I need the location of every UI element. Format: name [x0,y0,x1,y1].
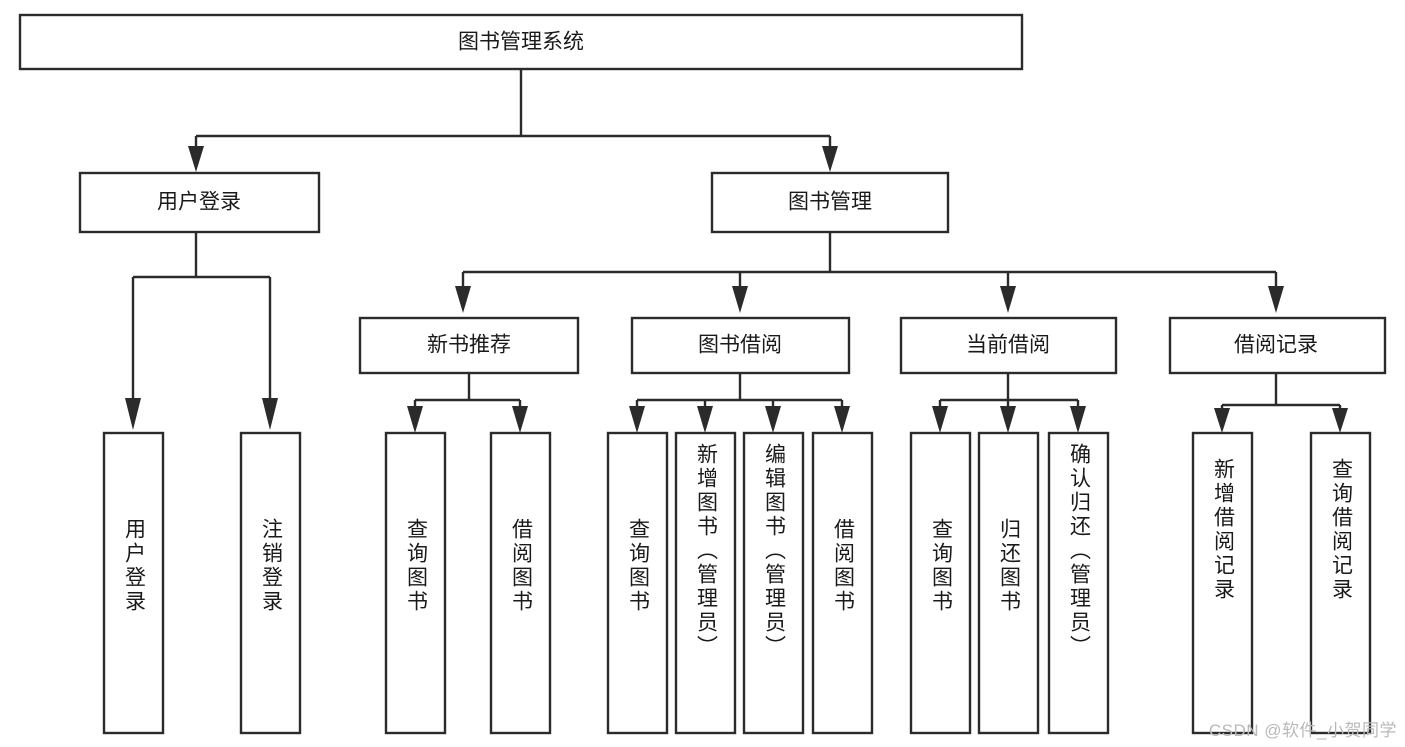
node-leaf-user-login-label: 用户登录 [123,518,147,614]
node-leaf-add-record-box[interactable] [1191,431,1254,735]
connector-group-new-book-recommend [407,373,528,433]
connector-group-book-manage [455,232,1284,313]
node-user-login-label: 用户登录 [157,191,241,214]
node-leaf-query-book-2-label: 查询图书 [627,518,651,614]
arrow-head-leaf-borrow-book-2 [834,406,850,433]
node-leaf-add-book-label: 新增图书（管理员） [695,443,719,659]
node-leaf-return-book-box[interactable] [977,431,1040,735]
node-book-manage-label: 图书管理 [788,191,872,214]
node-borrow-record-box[interactable] [1168,316,1387,375]
node-leaf-borrow-book-2-box[interactable] [811,431,874,735]
node-leaf-confirm-return-label: 确认归还（管理员） [1068,443,1092,659]
connector-group-borrow-record [1214,373,1348,433]
node-user-login[interactable]: 用户登录 [78,171,321,234]
node-current-borrow-label: 当前借阅 [966,334,1050,357]
node-new-book-recommend-box[interactable] [358,316,580,375]
node-leaf-query-record[interactable]: 查询借阅记录 [1309,431,1372,735]
arrow-head-leaf-user-logout [262,398,278,430]
node-new-book-recommend[interactable]: 新书推荐 [358,316,580,375]
node-leaf-query-book-2[interactable]: 查询图书 [606,431,669,735]
node-book-borrow-box[interactable] [630,316,851,375]
node-book-manage[interactable]: 图书管理 [710,171,950,234]
arrow-head-leaf-query-book-3 [932,406,948,433]
node-leaf-borrow-book-1-box[interactable] [489,431,552,735]
arrow-head-leaf-query-record [1332,408,1348,433]
arrow-head-leaf-return-book [1000,406,1016,433]
node-leaf-edit-book-label: 编辑图书（管理员） [763,443,787,659]
node-leaf-user-login[interactable]: 用户登录 [102,431,165,735]
connector-group-current-borrow [932,373,1086,433]
node-leaf-borrow-book-1-label: 借阅图书 [510,518,534,614]
node-leaf-user-logout[interactable]: 注销登录 [239,431,302,735]
node-borrow-record-label: 借阅记录 [1234,334,1318,357]
arrow-head-leaf-query-book-2 [629,406,645,433]
node-current-borrow-box[interactable] [899,316,1118,375]
node-leaf-query-record-box[interactable] [1309,431,1372,735]
node-leaf-query-book-1-box[interactable] [384,431,447,735]
arrow-head-leaf-query-book-1 [407,406,423,433]
node-leaf-edit-book-box[interactable] [742,431,805,735]
arrow-head-book-manage [822,146,838,172]
arrow-head-leaf-borrow-book-1 [512,406,528,433]
node-leaf-return-book[interactable]: 归还图书 [977,431,1040,735]
node-leaf-edit-book[interactable]: 编辑图书（管理员） [742,431,805,735]
node-root[interactable]: 图书管理系统 [18,13,1024,71]
node-leaf-query-book-3-label: 查询图书 [930,518,954,614]
node-leaf-add-book[interactable]: 新增图书（管理员） [674,431,737,735]
node-leaf-query-book-1[interactable]: 查询图书 [384,431,447,735]
node-book-borrow[interactable]: 图书借阅 [630,316,851,375]
node-leaf-query-book-2-box[interactable] [606,431,669,735]
node-leaf-query-book-3-box[interactable] [909,431,972,735]
node-leaf-user-logout-box[interactable] [239,431,302,735]
node-leaf-confirm-return[interactable]: 确认归还（管理员） [1047,431,1110,735]
node-borrow-record[interactable]: 借阅记录 [1168,316,1387,375]
arrow-head-leaf-edit-book [765,406,781,433]
node-leaf-borrow-book-2-label: 借阅图书 [832,518,856,614]
node-leaf-borrow-book-1[interactable]: 借阅图书 [489,431,552,735]
node-leaf-add-record[interactable]: 新增借阅记录 [1191,431,1254,735]
node-current-borrow[interactable]: 当前借阅 [899,316,1118,375]
node-new-book-recommend-label: 新书推荐 [427,334,511,357]
node-book-borrow-label: 图书借阅 [698,334,782,357]
node-leaf-user-login-box[interactable] [102,431,165,735]
arrow-head-new-book-recommend [455,286,471,313]
arrow-head-borrow-record [1268,286,1284,313]
node-leaf-add-record-label: 新增借阅记录 [1212,458,1236,602]
node-leaf-query-book-3[interactable]: 查询图书 [909,431,972,735]
node-leaf-add-book-box[interactable] [674,431,737,735]
arrow-head-book-borrow [732,286,748,313]
arrow-head-leaf-add-record [1214,408,1230,433]
node-root-box[interactable] [18,13,1024,71]
arrow-head-leaf-confirm-return [1070,406,1086,433]
node-leaf-user-logout-label: 注销登录 [260,518,284,614]
connector-group-root [188,69,838,172]
arrow-head-user-login [188,146,204,172]
node-leaf-confirm-return-box[interactable] [1047,431,1110,735]
arrow-head-current-borrow [1000,286,1016,313]
node-book-manage-box[interactable] [710,171,950,234]
connector-group-user-login [125,232,278,430]
node-leaf-query-record-label: 查询借阅记录 [1330,458,1354,602]
node-root-label: 图书管理系统 [458,31,584,54]
node-leaf-return-book-label: 归还图书 [998,518,1022,614]
arrow-head-leaf-user-login [125,398,141,430]
node-user-login-box[interactable] [78,171,321,234]
node-leaf-query-book-1-label: 查询图书 [405,518,429,614]
arrow-head-leaf-add-book [697,406,713,433]
node-leaf-borrow-book-2[interactable]: 借阅图书 [811,431,874,735]
connector-group-book-borrow [629,373,850,433]
